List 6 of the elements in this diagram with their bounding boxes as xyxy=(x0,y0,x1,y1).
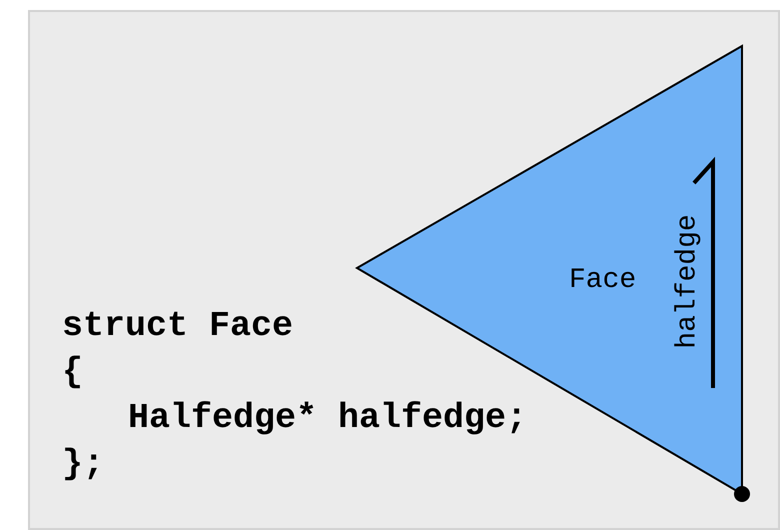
edge-name-label: halfedge xyxy=(672,214,704,348)
code-line: struct Face xyxy=(62,306,294,346)
code-line: Halfedge* halfedge; xyxy=(128,398,528,438)
code-line: }; xyxy=(62,444,104,484)
code-line: { xyxy=(62,352,84,392)
face-label: Face xyxy=(569,265,636,296)
